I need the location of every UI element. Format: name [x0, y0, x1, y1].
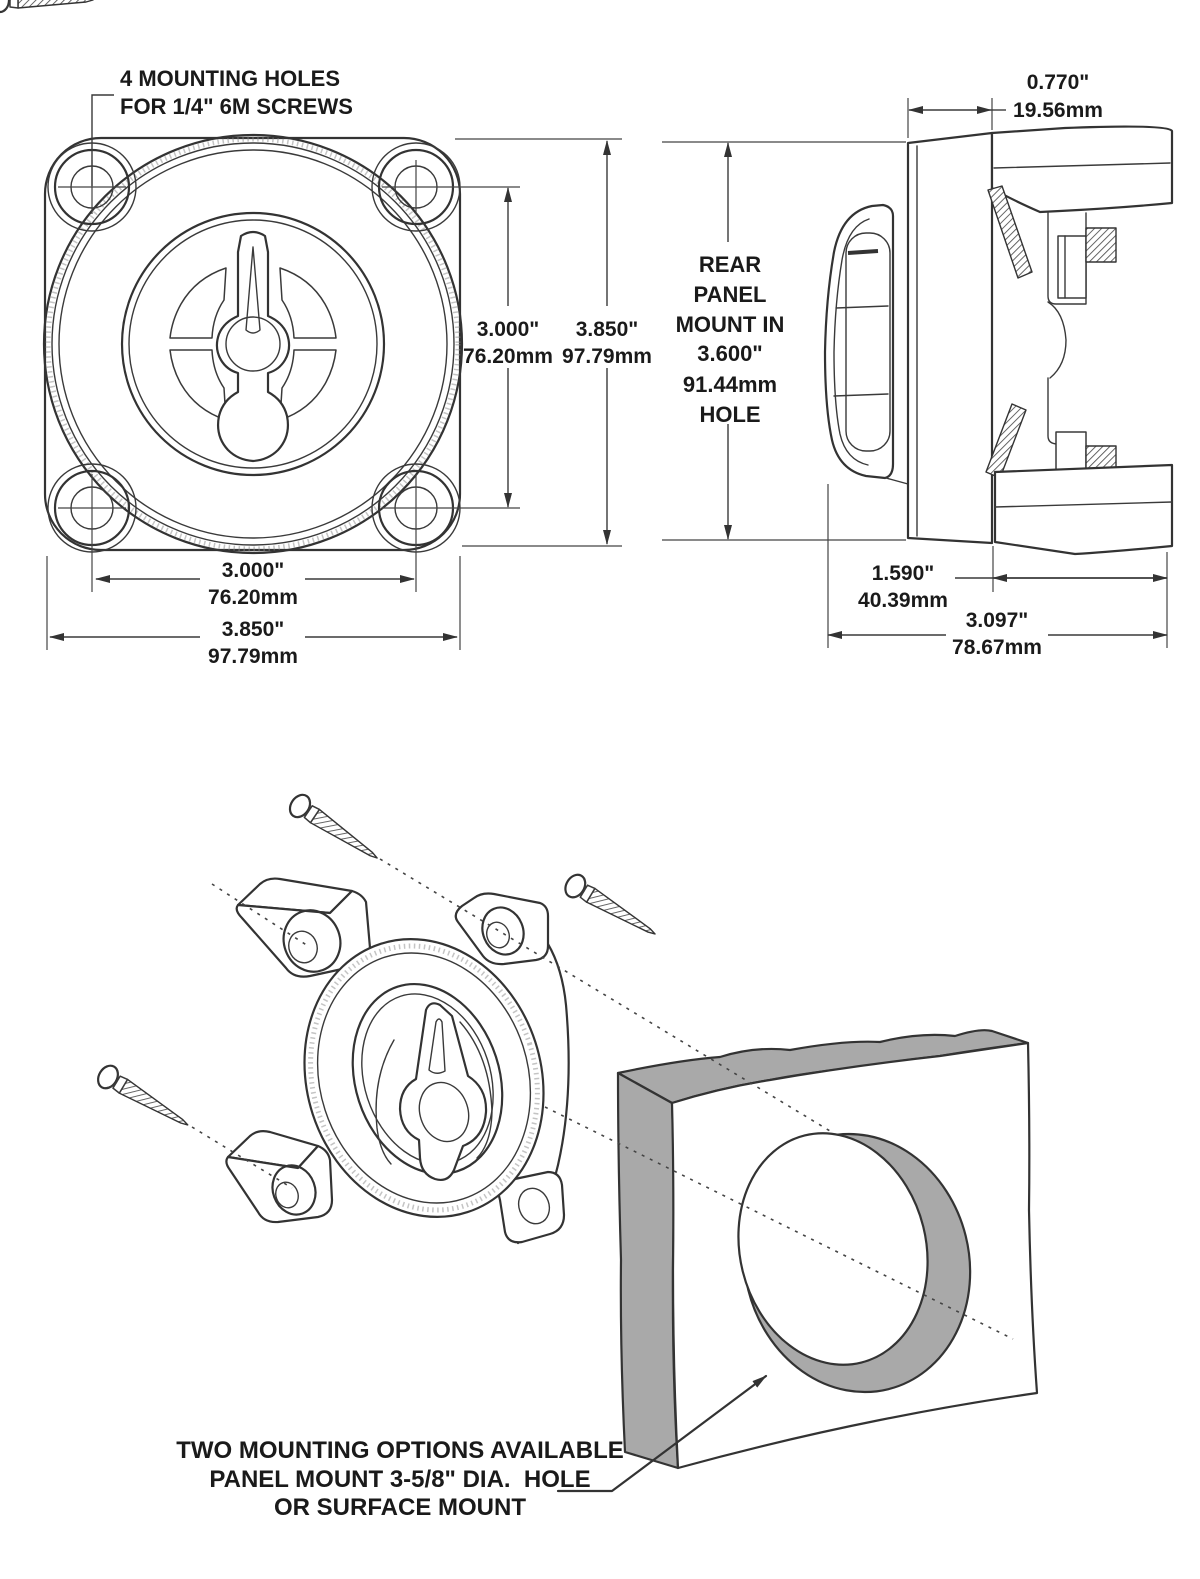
- mounting-note-line3: OR SURFACE MOUNT: [274, 1494, 526, 1521]
- dim-overall-h-inch: 3.850": [222, 618, 285, 641]
- switch-knob-front: [169, 230, 337, 463]
- cone-hatch-upper: [987, 185, 1033, 279]
- mounting-screw-1-wrap: [560, 870, 663, 946]
- dim-overall-h-mm: 97.79mm: [208, 645, 298, 668]
- dim-hole-spacing-h-inch: 3.000": [222, 559, 285, 582]
- dim-rear-depth: 1.590" 40.39mm: [858, 546, 1168, 648]
- switch-knob-isometric: [375, 1002, 493, 1182]
- bezel-knurl-texture: [45, 136, 461, 552]
- switch-isometric: [225, 877, 570, 1245]
- dim-rear-depth-mm: 40.39mm: [858, 589, 948, 612]
- rear-note-line1: REAR: [699, 252, 761, 277]
- dim-hole-spacing-h-mm: 76.20mm: [208, 586, 298, 609]
- mounting-panel: [616, 1029, 1039, 1470]
- dim-total-depth-inch: 3.097": [966, 609, 1029, 632]
- rear-note-line3: MOUNT IN: [676, 312, 785, 337]
- switch-rear-body-side: [985, 125, 1174, 556]
- note-leader-arrow: [556, 1374, 768, 1493]
- mounting-note-line2: PANEL MOUNT 3-5/8" DIA. HOLE: [209, 1466, 590, 1493]
- front-view: 4 MOUNTING HOLES FOR 1/4" 6M SCREWS 3.00…: [42, 66, 652, 668]
- isometric-view: TWO MOUNTING OPTIONS AVAILABLE PANEL MOU…: [0, 0, 1039, 1521]
- knob-center-boss: [225, 316, 281, 372]
- front-vertical-dimensions: 3.000" 76.20mm 3.850" 97.79mm: [455, 138, 652, 547]
- callout-mounting-holes-line2: FOR 1/4" 6M SCREWS: [120, 94, 353, 119]
- dim-rear-panel-mount: REAR PANEL MOUNT IN 3.600" 91.44mm HOLE: [662, 141, 906, 541]
- dim-hole-spacing-v-inch: 3.000": [477, 318, 540, 341]
- dim-overall-v-mm: 97.79mm: [562, 345, 652, 368]
- mounting-screw-2: [284, 789, 385, 870]
- dim-front-depth-mm: 19.56mm: [1013, 99, 1103, 122]
- dim-front-depth: 0.770" 19.56mm: [907, 71, 1103, 138]
- callout-mounting-holes-line1: 4 MOUNTING HOLES: [120, 66, 340, 91]
- terminal-stud-upper: [1085, 227, 1117, 263]
- callout-leader-line: [91, 94, 114, 186]
- dim-hole-spacing-v-mm: 76.20mm: [463, 345, 553, 368]
- screw-axis-dash-2: [379, 858, 831, 1132]
- panel-left-face: [616, 1071, 680, 1470]
- dim-overall-v-inch: 3.850": [576, 318, 639, 341]
- panel-hole-opening: [737, 1132, 929, 1366]
- rear-note-line5: 91.44mm: [683, 372, 777, 397]
- side-view: 0.770" 19.56mm REAR PANEL MOUNT IN 3.600…: [662, 71, 1174, 659]
- ear-upper-right: [454, 892, 550, 966]
- dim-front-depth-inch: 0.770": [1027, 71, 1090, 94]
- mounting-screw: [0, 0, 94, 14]
- dim-rear-depth-inch: 1.590": [872, 562, 935, 585]
- ear-left-top-face: [236, 877, 354, 915]
- rear-note-line4: 3.600": [697, 341, 762, 366]
- dim-total-depth-mm: 78.67mm: [952, 636, 1042, 659]
- center-axis-dash: [544, 1106, 1014, 1340]
- terminal-nut-lower: [1055, 431, 1087, 471]
- mounting-note-line1: TWO MOUNTING OPTIONS AVAILABLE: [176, 1437, 624, 1464]
- knob-recess-circle: [120, 211, 386, 477]
- screw-axis-dash-1: [211, 883, 309, 947]
- ear-bottom-left-top-face: [226, 1130, 320, 1170]
- mounting-screw-3: [93, 1060, 195, 1137]
- rear-note-line6: HOLE: [699, 402, 760, 427]
- terminal-nut-upper: [1057, 235, 1087, 299]
- mounting-holes: [47, 142, 520, 592]
- bezel-outer-circle: [42, 133, 464, 555]
- bezel-plate-side: [906, 131, 994, 545]
- knob-pointer: [245, 246, 261, 334]
- switch-knob-side: [823, 203, 909, 485]
- rear-note-line2: PANEL: [694, 282, 767, 307]
- screw-axis-dash-3: [191, 1126, 293, 1189]
- dim-total-depth: 3.097" 78.67mm: [827, 484, 1168, 659]
- front-horizontal-dimensions: 3.000" 76.20mm 3.850" 97.79mm: [46, 556, 461, 668]
